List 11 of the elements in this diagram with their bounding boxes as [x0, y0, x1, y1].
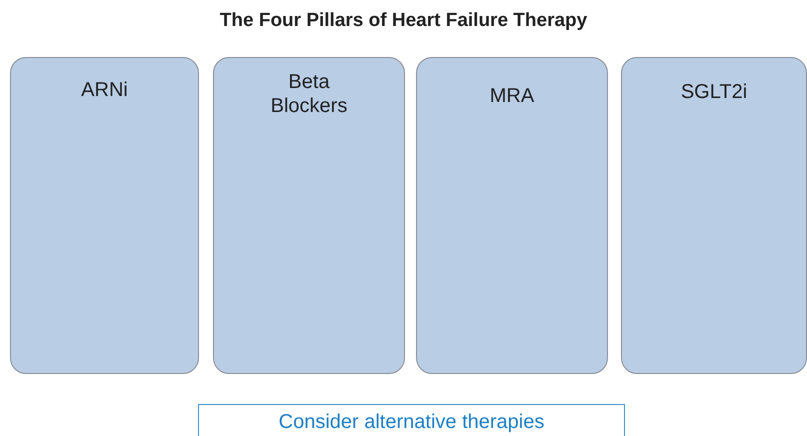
note-text: Consider alternative therapies [278, 410, 546, 434]
pillar-box [416, 57, 608, 374]
diagram-title: The Four Pillars of Heart Failure Therapy [218, 10, 588, 32]
pillar-heading: MRA [488, 84, 536, 108]
pillar-box [621, 57, 807, 374]
pillar-heading: Beta Blockers [270, 70, 348, 118]
pillar-box [213, 57, 405, 374]
pillar-box [10, 57, 199, 374]
pillar-heading: ARNi [80, 78, 129, 102]
pillar-heading: SGLT2i [680, 80, 748, 104]
note-box [198, 404, 625, 436]
